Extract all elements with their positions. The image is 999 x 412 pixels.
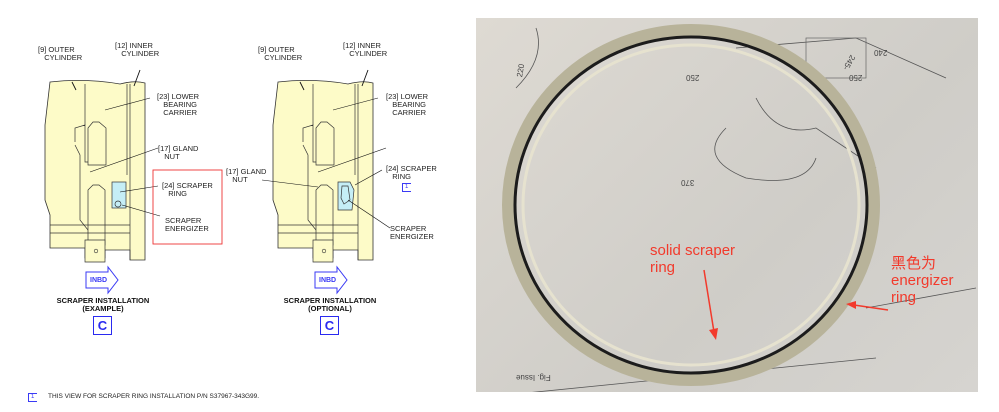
sketch-label: 370 <box>681 178 695 187</box>
assembly-drawing-optional <box>272 69 387 263</box>
note-flag: 1 <box>402 183 412 192</box>
diagram-drawings <box>44 69 391 295</box>
footnote-flag: 1 <box>28 393 38 402</box>
sketch-label: Fig. Issue <box>516 373 551 382</box>
scraper-ring-example <box>111 181 127 209</box>
view-title: SCRAPER INSTALLATION(OPTIONAL) <box>260 297 400 313</box>
inbd-arrow: INBD <box>319 277 337 284</box>
label-gland-nut: [17] GLAND NUT <box>158 144 199 161</box>
view-title-text: SCRAPER INSTALLATION <box>56 296 150 305</box>
view-subtitle: (EXAMPLE) <box>82 304 124 313</box>
photo-drawing <box>502 24 977 392</box>
assembly-drawing-example <box>44 69 159 263</box>
view-title: SCRAPER INSTALLATION(EXAMPLE) <box>33 297 173 313</box>
label-scraper-ring: [24] SCRAPER RING <box>162 181 213 198</box>
label-outer-cylinder: [9] OUTER CYLINDER <box>38 45 83 62</box>
solid-scraper-ring <box>521 43 861 367</box>
label-scraper-ring: [24] SCRAPER RING <box>386 164 437 181</box>
label-inner-cylinder: [12] INNER CYLINDER <box>115 41 160 58</box>
annotation-energizer-ring: 黑色为 energizer ring <box>891 255 954 306</box>
view-letter-badge: C <box>93 316 112 335</box>
view-subtitle: (OPTIONAL) <box>308 304 352 313</box>
label-scraper-energizer: SCRAPER ENERGIZER <box>390 224 434 241</box>
energizer-ring <box>513 35 869 375</box>
label-outer-cylinder: [9] OUTER CYLINDER <box>258 45 303 62</box>
view-title-text: SCRAPER INSTALLATION <box>283 296 377 305</box>
view-letter-badge: C <box>320 316 339 335</box>
energizer-example <box>114 200 122 208</box>
label-lower-bearing-carrier: [23] LOWER BEARING CARRIER <box>386 92 429 117</box>
sketch-label: 250 <box>686 73 700 82</box>
scraper-ring-photo: 220 250 250 240 245- 370 Fig. Issue soli… <box>476 18 978 392</box>
highlight-box <box>152 169 223 245</box>
inbd-arrow: INBD <box>90 277 108 284</box>
annotation-solid-scraper-ring: solid scraper ring <box>650 242 736 276</box>
label-lower-bearing-carrier: [23] LOWER BEARING CARRIER <box>157 92 200 117</box>
sketch-label: 250 <box>849 73 863 82</box>
label-inner-cylinder: [12] INNER CYLINDER <box>343 41 388 58</box>
sketch-label: 240 <box>874 48 888 57</box>
footnote-text: THIS VIEW FOR SCRAPER RING INSTALLATION … <box>48 393 260 400</box>
label-scraper-energizer: SCRAPER ENERGIZER <box>165 216 209 233</box>
label-gland-nut: [17] GLAND NUT <box>226 167 267 184</box>
